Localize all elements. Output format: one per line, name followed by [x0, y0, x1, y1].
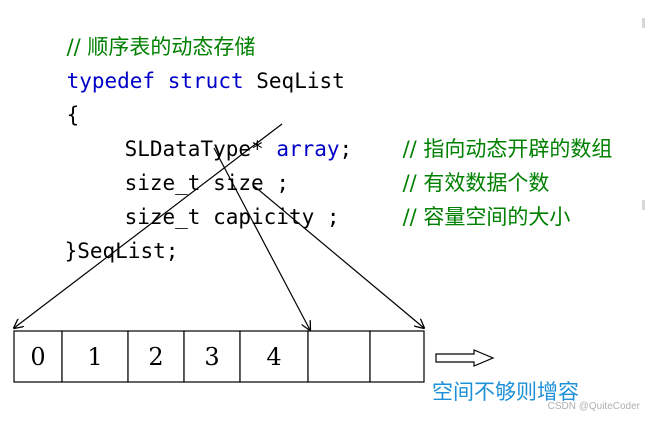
struct-comment: // 顺序表的动态存储: [66, 35, 256, 59]
field-capicity-name: capicity: [213, 205, 315, 229]
array-cell-box: [61, 330, 129, 383]
watermark: CSDN @QuiteCoder: [547, 401, 640, 412]
code-line-typedef: typedef struct SeqList: [16, 36, 345, 126]
field-size-comment: // 有效数据个数: [402, 171, 550, 195]
close-semicolon: ;: [165, 239, 179, 263]
code-block: // 顺序表的动态存储 typedef struct SeqList { SLD…: [16, 2, 613, 263]
array-cell-box: [127, 330, 185, 383]
array-cell-box: [13, 330, 63, 383]
array-cell-box: [369, 330, 425, 383]
code-line-open-brace: {: [16, 70, 80, 160]
field-array-semicolon: ;: [339, 137, 353, 161]
array-cell-box: [307, 330, 371, 383]
keyword-struct: struct: [167, 69, 244, 93]
field-array-comment: // 指向动态开辟的数组: [402, 137, 613, 161]
code-line-comment: // 顺序表的动态存储: [16, 2, 256, 92]
code-line-field-size-comment: // 有效数据个数: [352, 138, 550, 228]
open-brace: {: [66, 103, 80, 127]
array-cell-box: [183, 330, 241, 383]
close-struct-name: SeqList: [77, 239, 166, 263]
code-line-close: }SeqList;: [14, 206, 179, 296]
grow-arrow-icon: [435, 349, 495, 367]
code-line-field-array-comment: // 指向动态开辟的数组: [352, 104, 613, 194]
field-capicity-comment: // 容量空间的大小: [402, 205, 571, 229]
field-capicity-semicolon: ;: [326, 205, 340, 229]
code-line-field-capicity-comment: // 容量空间的大小: [352, 172, 571, 262]
growth-caption: 空间不够则增容: [432, 380, 579, 404]
array-cell-box: [239, 330, 309, 383]
scroll-mark-top: [642, 18, 645, 28]
scroll-mark-bottom: [642, 200, 645, 210]
close-brace: }: [64, 239, 78, 263]
keyword-typedef: typedef: [66, 69, 156, 93]
struct-name: SeqList: [256, 69, 345, 93]
